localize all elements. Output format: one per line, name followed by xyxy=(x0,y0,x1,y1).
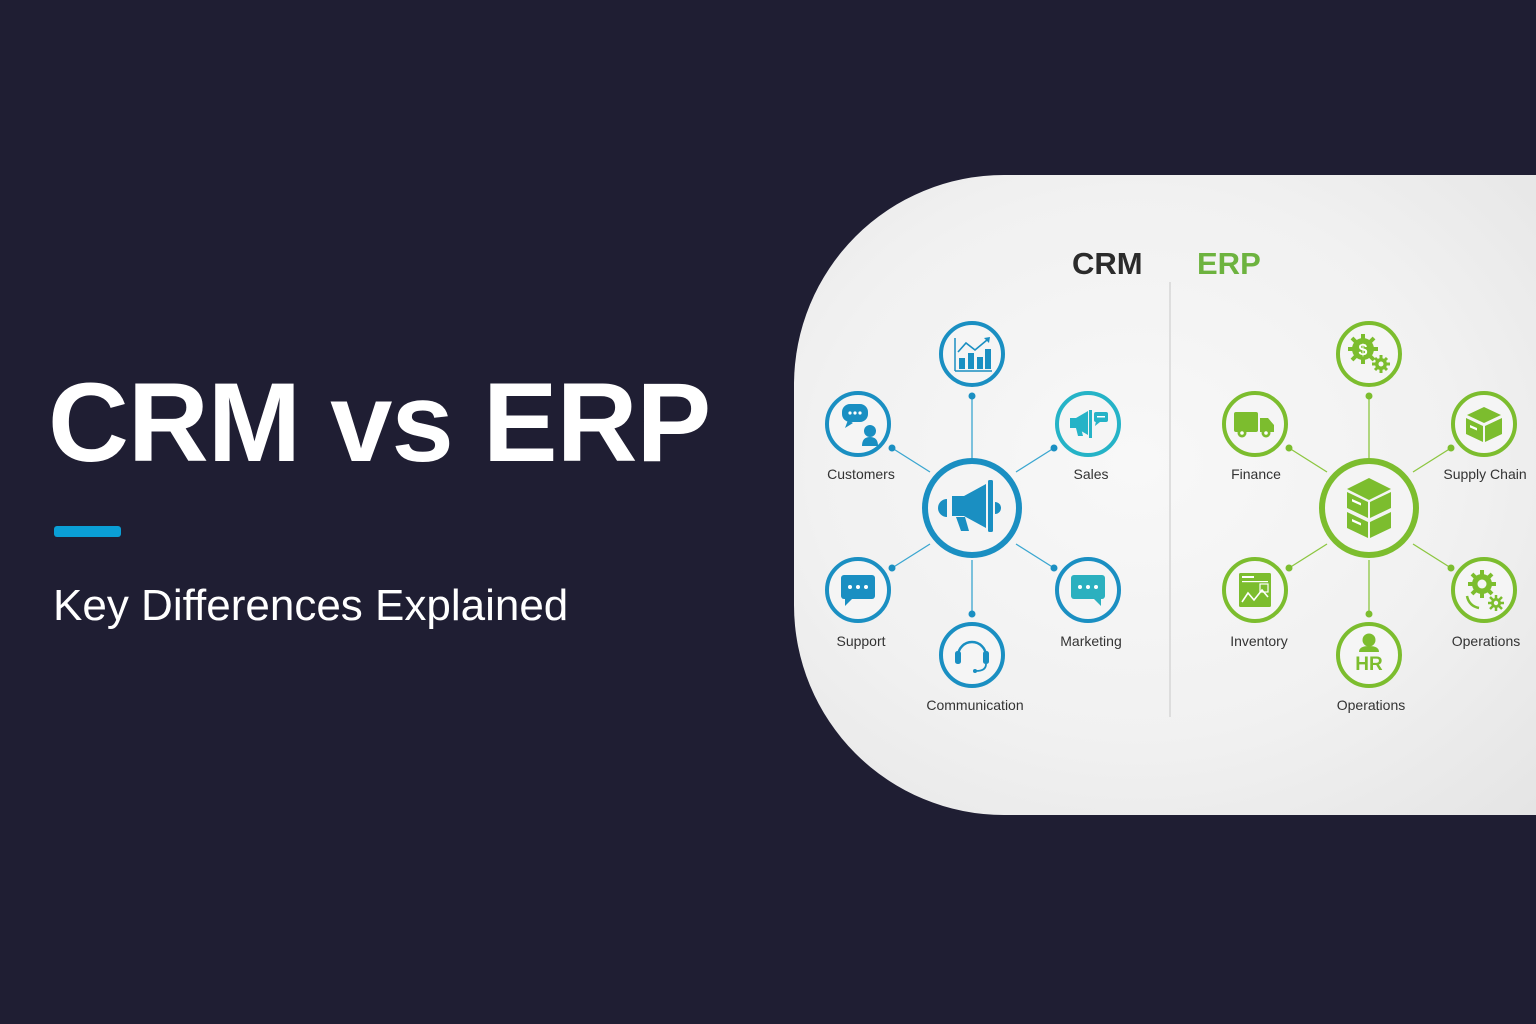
crm-node-customers xyxy=(825,391,891,457)
hero-subtitle: Key Differences Explained xyxy=(53,581,569,630)
svg-text:HR: HR xyxy=(1355,654,1383,675)
hr-person-icon: HR xyxy=(1355,633,1383,675)
megaphone-chat-icon xyxy=(1070,410,1108,438)
crm-label-communication: Communication xyxy=(926,697,1024,713)
server-box-icon xyxy=(1347,478,1391,538)
crm-node-sales xyxy=(1055,391,1121,457)
erp-label-operations: Operations xyxy=(1451,633,1521,649)
erp-center-node xyxy=(1319,458,1419,558)
erp-label-finance: Finance xyxy=(1231,466,1281,482)
crm-hub xyxy=(825,321,1121,688)
erp-node-finance-gears: $ xyxy=(1336,321,1402,387)
erp-node-hr: HR xyxy=(1336,622,1402,688)
crm-node-marketing xyxy=(1055,557,1121,623)
truck-icon xyxy=(1234,412,1274,438)
erp-node-inventory xyxy=(1222,557,1288,623)
erp-node-supply-chain xyxy=(1451,391,1517,457)
bar-chart-growth-icon xyxy=(954,337,992,372)
erp-label-inventory: Inventory xyxy=(1230,633,1288,649)
erp-label-supply-chain: Supply Chain xyxy=(1443,466,1527,482)
megaphone-icon xyxy=(938,480,1001,532)
erp-node-finance xyxy=(1222,391,1288,457)
hero-title: CRM vs ERP xyxy=(48,360,711,485)
erp-heading: ERP xyxy=(1197,246,1261,281)
document-chart-icon xyxy=(1239,573,1271,607)
svg-text:$: $ xyxy=(1359,342,1368,359)
chat-bubble-icon xyxy=(1071,575,1105,606)
erp-node-operations xyxy=(1451,557,1517,623)
dollar-gears-icon: $ xyxy=(1348,334,1390,373)
crm-node-communication xyxy=(939,622,1005,688)
crm-label-customers: Customers xyxy=(827,466,895,482)
chat-bubble-icon xyxy=(841,575,875,606)
headset-icon xyxy=(955,640,989,673)
crm-center-node xyxy=(922,458,1022,558)
accent-bar xyxy=(54,526,121,537)
gears-icon xyxy=(1465,570,1504,611)
crm-label-support: Support xyxy=(836,633,886,649)
crm-heading: CRM xyxy=(1072,246,1143,281)
erp-label-hr-operations: Operations xyxy=(1336,697,1406,713)
crm-node-support xyxy=(825,557,891,623)
erp-hub: $ xyxy=(1222,321,1517,688)
crm-node-analytics xyxy=(939,321,1005,387)
package-box-icon xyxy=(1466,407,1502,442)
crm-label-sales: Sales xyxy=(1073,466,1109,482)
crm-label-marketing: Marketing xyxy=(1060,633,1122,649)
chat-person-icon xyxy=(842,404,878,446)
